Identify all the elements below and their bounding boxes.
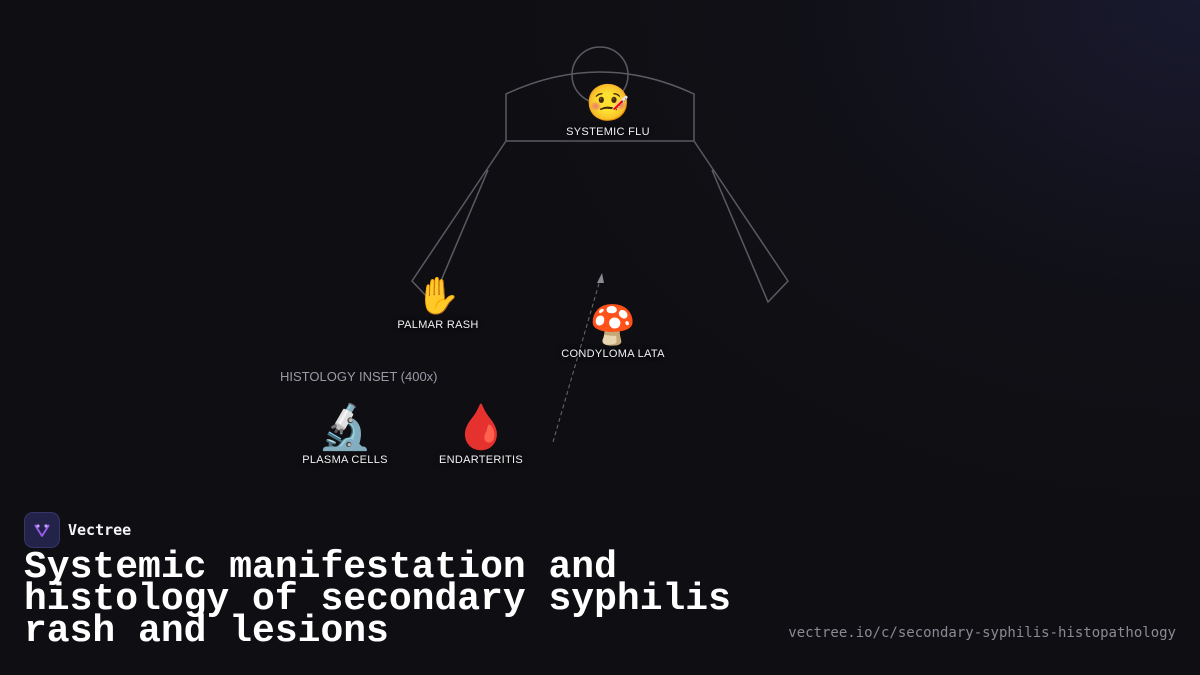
microscope-icon: 🔬 [317,402,373,453]
connector-dashed-line [552,279,601,443]
node-label: PALMAR RASH [397,319,479,331]
node-systemic-flu: 🤒 SYSTEMIC FLU [528,83,688,139]
node-label: CONDYLOMA LATA [561,348,665,360]
node-label: PLASMA CELLS [302,454,388,466]
figure-right-arm [693,140,789,304]
node-condyloma-lata: 🍄 CONDYLOMA LATA [533,306,693,360]
node-label: SYSTEMIC FLU [566,126,650,138]
node-label: ENDARTERITIS [438,454,524,466]
figure-torso [505,71,695,142]
node-palmar-rash: ✋ PALMAR RASH [358,276,518,332]
source-url[interactable]: vectree.io/c/secondary-syphilis-histopat… [788,625,1176,641]
mushroom-icon: 🍄 [589,303,637,347]
figure-left-arm [411,140,507,304]
page-title: Systemic manifestation and histology of … [24,546,731,653]
feverish-face-icon: 🤒 [585,83,631,124]
brand-name: Vectree [68,521,132,539]
node-endarteritis: 🩸 ENDARTERITIS [401,402,561,467]
histology-inset-label: HISTOLOGY INSET (400x) [280,369,438,384]
node-plasma-cells: 🔬 PLASMA CELLS [265,402,425,467]
raised-hand-icon: ✋ [415,276,461,317]
figure-head [571,46,629,104]
blood-drop-icon: 🩸 [453,402,509,453]
brand[interactable]: Vectree [24,512,131,548]
vectree-logo-icon [24,512,60,548]
connector-arrowhead [597,273,604,283]
